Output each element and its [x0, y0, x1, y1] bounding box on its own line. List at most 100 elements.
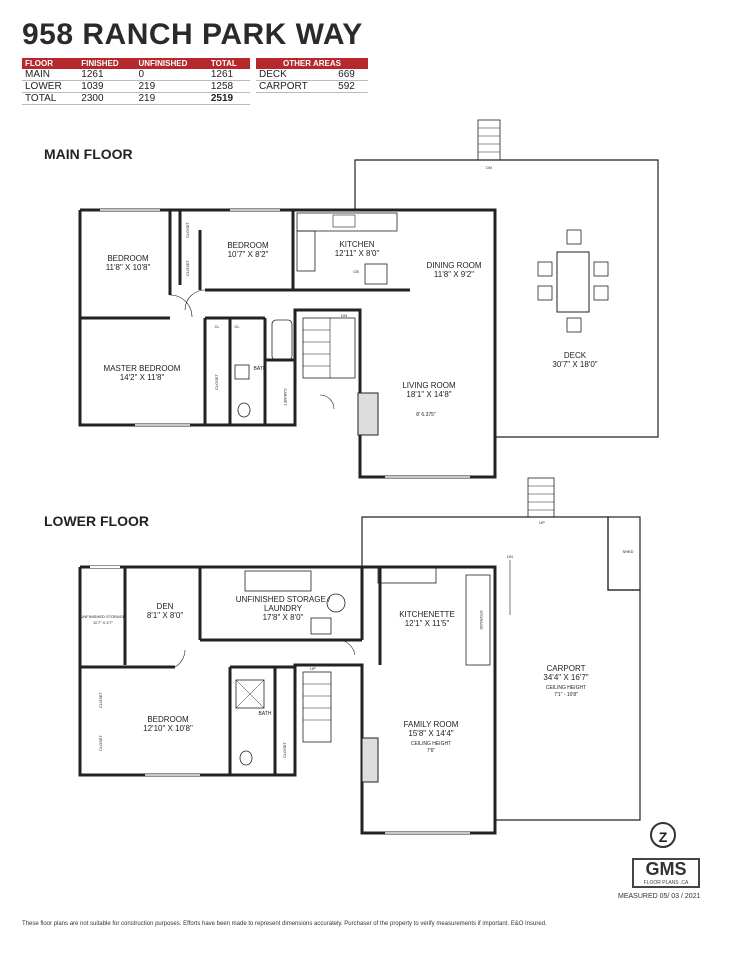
- dining-label: DINING ROOM: [426, 261, 481, 270]
- table-cell: 592: [335, 80, 368, 93]
- table-row: TOTAL 2300 219 2519: [22, 92, 250, 105]
- kitchen-dim: 12'11" X 8'0": [335, 249, 380, 258]
- gms-logo: GMS: [632, 858, 700, 888]
- kitchenette-label: KITCHENETTE: [399, 610, 455, 619]
- shower: [235, 679, 265, 709]
- table-cell: 669: [335, 69, 368, 81]
- shed-label: SHED: [622, 549, 633, 554]
- carport-dim: 34'4" X 16'7": [543, 673, 588, 682]
- deck-dim: 30'7" X 18'0": [552, 360, 597, 369]
- closet-label: CLOSET: [282, 741, 287, 758]
- main-floor-title: MAIN FLOOR: [44, 146, 133, 162]
- cb-label: CB: [353, 269, 359, 274]
- water-heater: [326, 593, 346, 613]
- master-bedroom-dim: 14'2" X 11'8": [120, 373, 165, 382]
- carport-up-label: UP: [539, 520, 545, 525]
- master-bedroom-label: MASTER BEDROOM: [104, 364, 181, 373]
- other-areas-header-row: OTHER AREAS: [256, 58, 368, 69]
- lower-floor-title: LOWER FLOOR: [44, 513, 149, 529]
- lower-bath-label: BATH: [259, 711, 272, 717]
- family-ceiling-value: 7'6": [427, 748, 436, 754]
- living-room-label: LIVING ROOM: [402, 381, 456, 390]
- table-cell: 1261: [207, 69, 250, 81]
- kitchenette-dim: 12'1" X 11'5": [405, 619, 450, 628]
- area-header-finished: FINISHED: [78, 58, 136, 69]
- kitchen-sink: [332, 214, 356, 228]
- closet-label: CLOSET: [98, 691, 103, 708]
- kitchenette-counter: [377, 566, 437, 584]
- deck-stairs: [477, 119, 501, 161]
- compass-icon: Z: [650, 822, 676, 848]
- page-title: 958 RANCH PARK WAY: [22, 18, 363, 51]
- table-cell: CARPORT: [256, 80, 336, 93]
- toilet: [237, 402, 251, 418]
- deck-dn-label: DN: [486, 165, 492, 170]
- table-cell: 1039: [78, 80, 136, 93]
- table-cell: 219: [135, 92, 208, 105]
- bedroom2-dim: 10'7" X 8'2": [228, 250, 269, 259]
- main-fireplace: [357, 392, 379, 436]
- den-label: DEN: [157, 602, 174, 611]
- area-header-unfinished: UNFINISHED: [135, 58, 208, 69]
- living-room-note: 8' 6.375": [416, 412, 436, 418]
- table-cell: 1261: [78, 69, 136, 81]
- measured-date: MEASURED 05/ 03 / 2021: [618, 893, 701, 900]
- cabinet-label: CABINET: [283, 388, 288, 406]
- table-cell: 1258: [207, 80, 250, 93]
- table-row: DECK 669: [256, 69, 368, 81]
- shed-outline: [607, 516, 641, 591]
- bedroom1-dim: 11'8" X 10'8": [106, 263, 151, 272]
- laundry-dim: 17'8" X 8'0": [263, 613, 304, 622]
- unfinished-storage-label: UNFINISHED STORAGE: [80, 614, 125, 619]
- area-header-total: TOTAL: [207, 58, 250, 69]
- table-cell: 2300: [78, 92, 136, 105]
- dining-table: [556, 251, 590, 313]
- carport-outline: [361, 516, 641, 821]
- carport-ceiling-label: CEILING HEIGHT: [546, 685, 586, 691]
- cl-label: CL: [214, 324, 220, 329]
- area-table-header: FLOOR FINISHED UNFINISHED TOTAL: [22, 58, 250, 69]
- gms-logo-subtitle: FLOOR PLANS .CA: [643, 880, 689, 886]
- disclaimer-footer: These floor plans are not suitable for c…: [22, 921, 547, 927]
- other-areas-header: OTHER AREAS: [256, 58, 368, 69]
- carport-label: CARPORT: [547, 664, 586, 673]
- main-stairs: [302, 317, 356, 379]
- deck-outline: [354, 159, 659, 438]
- carport-stairs: [527, 477, 555, 518]
- closet-label: CLOSET: [185, 259, 190, 276]
- family-room-label: FAMILY ROOM: [404, 720, 459, 729]
- lower-stairs: [302, 671, 332, 743]
- table-cell: MAIN: [22, 69, 79, 81]
- carport-dn-label: DN: [507, 554, 513, 559]
- main-floor-walls: [78, 208, 497, 479]
- dn-label: DN: [341, 313, 347, 318]
- kitchen-counter: [296, 212, 398, 232]
- family-ceiling-label: CEILING HEIGHT: [411, 741, 451, 747]
- carport-ceiling-value: 7'1" - 10'8": [554, 692, 578, 698]
- up-label: UP: [310, 666, 316, 671]
- table-cell: DECK: [256, 69, 336, 81]
- table-row: MAIN 1261 0 1261: [22, 69, 250, 81]
- stove: [364, 263, 388, 285]
- cl-label: CL: [234, 324, 240, 329]
- dining-dim: 11'8" X 9'2": [434, 270, 474, 279]
- laundry-machines: [244, 570, 312, 592]
- closet-label: CLOSET: [214, 373, 219, 390]
- bath-sink: [234, 364, 250, 380]
- closet-label: CLOSET: [185, 221, 190, 238]
- bathtub: [271, 319, 293, 361]
- deck-label: DECK: [564, 351, 587, 360]
- bedroom2-label: BEDROOM: [227, 241, 269, 250]
- table-cell: 0: [135, 69, 208, 81]
- table-cell: 2519: [207, 92, 250, 105]
- living-room-dim: 18'1" X 14'8": [406, 390, 451, 399]
- table-cell: 219: [135, 80, 208, 93]
- lower-fireplace: [361, 737, 379, 783]
- area-header-floor: FLOOR: [22, 58, 79, 69]
- table-row: LOWER 1039 219 1258: [22, 80, 250, 93]
- den-dim: 8'1" X 8'0": [147, 611, 183, 620]
- closet-label: CLOSET: [98, 734, 103, 751]
- unfinished-storage-dim: 11'7" X 4'7": [93, 620, 114, 625]
- other-areas-table: OTHER AREAS DECK 669 CARPORT 592: [256, 58, 368, 93]
